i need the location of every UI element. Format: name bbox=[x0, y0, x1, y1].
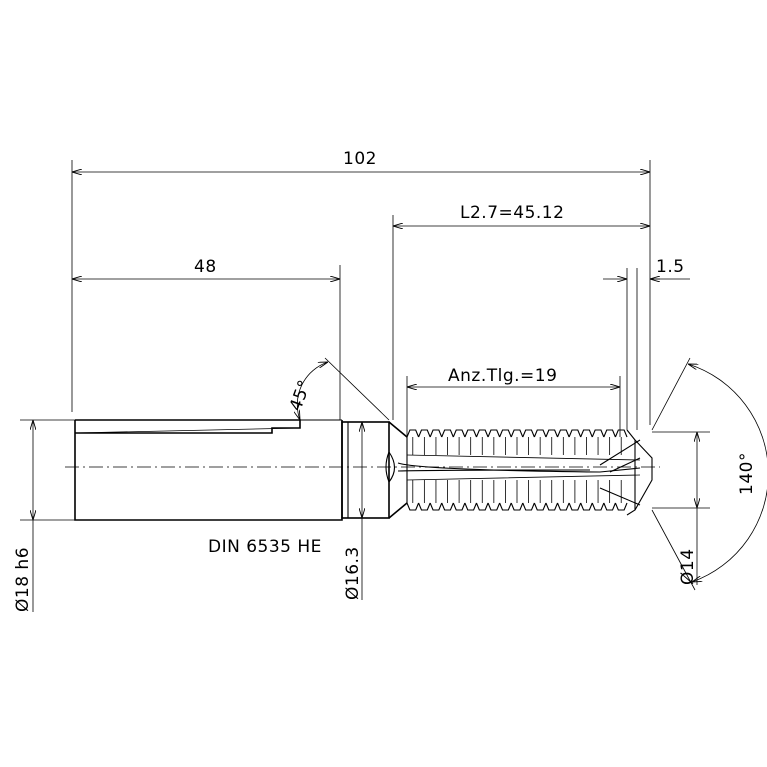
thread-tooth bbox=[533, 502, 547, 511]
thread-teeth-top bbox=[406, 429, 628, 455]
l27-label: L2.7=45.12 bbox=[460, 203, 564, 223]
thread-tooth bbox=[406, 429, 420, 438]
shank-length-label: 48 bbox=[194, 257, 217, 277]
dimension-shank-length: 48 bbox=[72, 257, 341, 420]
thread-tooth bbox=[464, 502, 477, 511]
thread-tooth bbox=[499, 429, 512, 438]
standard-label: DIN 6535 HE bbox=[208, 537, 322, 557]
point-angle-label: 140° bbox=[737, 452, 757, 495]
thread-tooth bbox=[429, 429, 443, 438]
thread-teeth-label: Anz.Tlg.=19 bbox=[448, 366, 557, 386]
thread-tooth bbox=[591, 502, 605, 511]
thread-tooth bbox=[499, 502, 512, 511]
dimension-neck-diameter: Ø16.3 bbox=[343, 422, 363, 600]
shank-diameter-label: Ø18 h6 bbox=[13, 547, 33, 612]
thread-tooth bbox=[510, 502, 524, 511]
thread-tooth bbox=[441, 429, 454, 438]
dimension-chamfer-angle: 45° bbox=[286, 357, 390, 420]
thread-tooth bbox=[603, 502, 616, 511]
thread-teeth-bottom bbox=[406, 480, 628, 511]
neck-diameter-label: Ø16.3 bbox=[343, 546, 363, 600]
dimension-point-angle: 140° bbox=[651, 357, 767, 591]
thread-tooth bbox=[452, 502, 466, 511]
thread-body bbox=[397, 429, 653, 516]
thread-tooth bbox=[580, 429, 593, 438]
tip-diameter-label: Ø14 bbox=[678, 548, 698, 585]
thread-tooth bbox=[557, 429, 570, 438]
overall-length-label: 102 bbox=[343, 149, 377, 169]
thread-tooth bbox=[510, 429, 524, 438]
tool-body bbox=[65, 419, 660, 521]
thread-tooth bbox=[429, 502, 443, 511]
thread-tooth bbox=[487, 429, 501, 438]
thread-tooth bbox=[522, 429, 535, 438]
thread-tooth bbox=[418, 429, 431, 438]
thread-tooth bbox=[603, 429, 616, 438]
thread-tooth bbox=[614, 429, 628, 438]
thread-tooth bbox=[418, 502, 431, 511]
thread-tooth bbox=[406, 502, 420, 511]
thread-tooth bbox=[614, 502, 628, 511]
thread-tooth bbox=[545, 502, 559, 511]
dimension-thread-teeth: Anz.Tlg.=19 bbox=[406, 366, 621, 437]
tip-offset-label: 1.5 bbox=[656, 257, 685, 277]
dimension-tip-diameter: Ø14 bbox=[652, 431, 710, 585]
neck-collar bbox=[341, 421, 390, 519]
thread-tooth bbox=[580, 502, 593, 511]
thread-tooth bbox=[568, 502, 582, 511]
thread-tooth bbox=[568, 429, 582, 438]
thread-tooth bbox=[452, 429, 466, 438]
dimension-l27: L2.7=45.12 bbox=[392, 203, 650, 420]
dimension-shank-diameter: Ø18 h6 bbox=[13, 419, 75, 612]
dimension-overall-length: 102 bbox=[71, 149, 651, 425]
thread-tooth bbox=[557, 502, 570, 511]
thread-tooth bbox=[441, 502, 454, 511]
thread-tooth bbox=[522, 502, 535, 511]
chamfer-angle-label: 45° bbox=[286, 377, 316, 414]
thread-tooth bbox=[475, 502, 489, 511]
thread-tooth bbox=[545, 429, 559, 438]
dimension-tip-offset: 1.5 bbox=[603, 257, 690, 430]
thread-tooth bbox=[591, 429, 605, 438]
thread-tooth bbox=[487, 502, 501, 511]
shank bbox=[74, 419, 343, 521]
thread-tooth bbox=[464, 429, 477, 438]
thread-tooth bbox=[533, 429, 547, 438]
transition-cone bbox=[385, 421, 408, 519]
thread-tooth bbox=[475, 429, 489, 438]
